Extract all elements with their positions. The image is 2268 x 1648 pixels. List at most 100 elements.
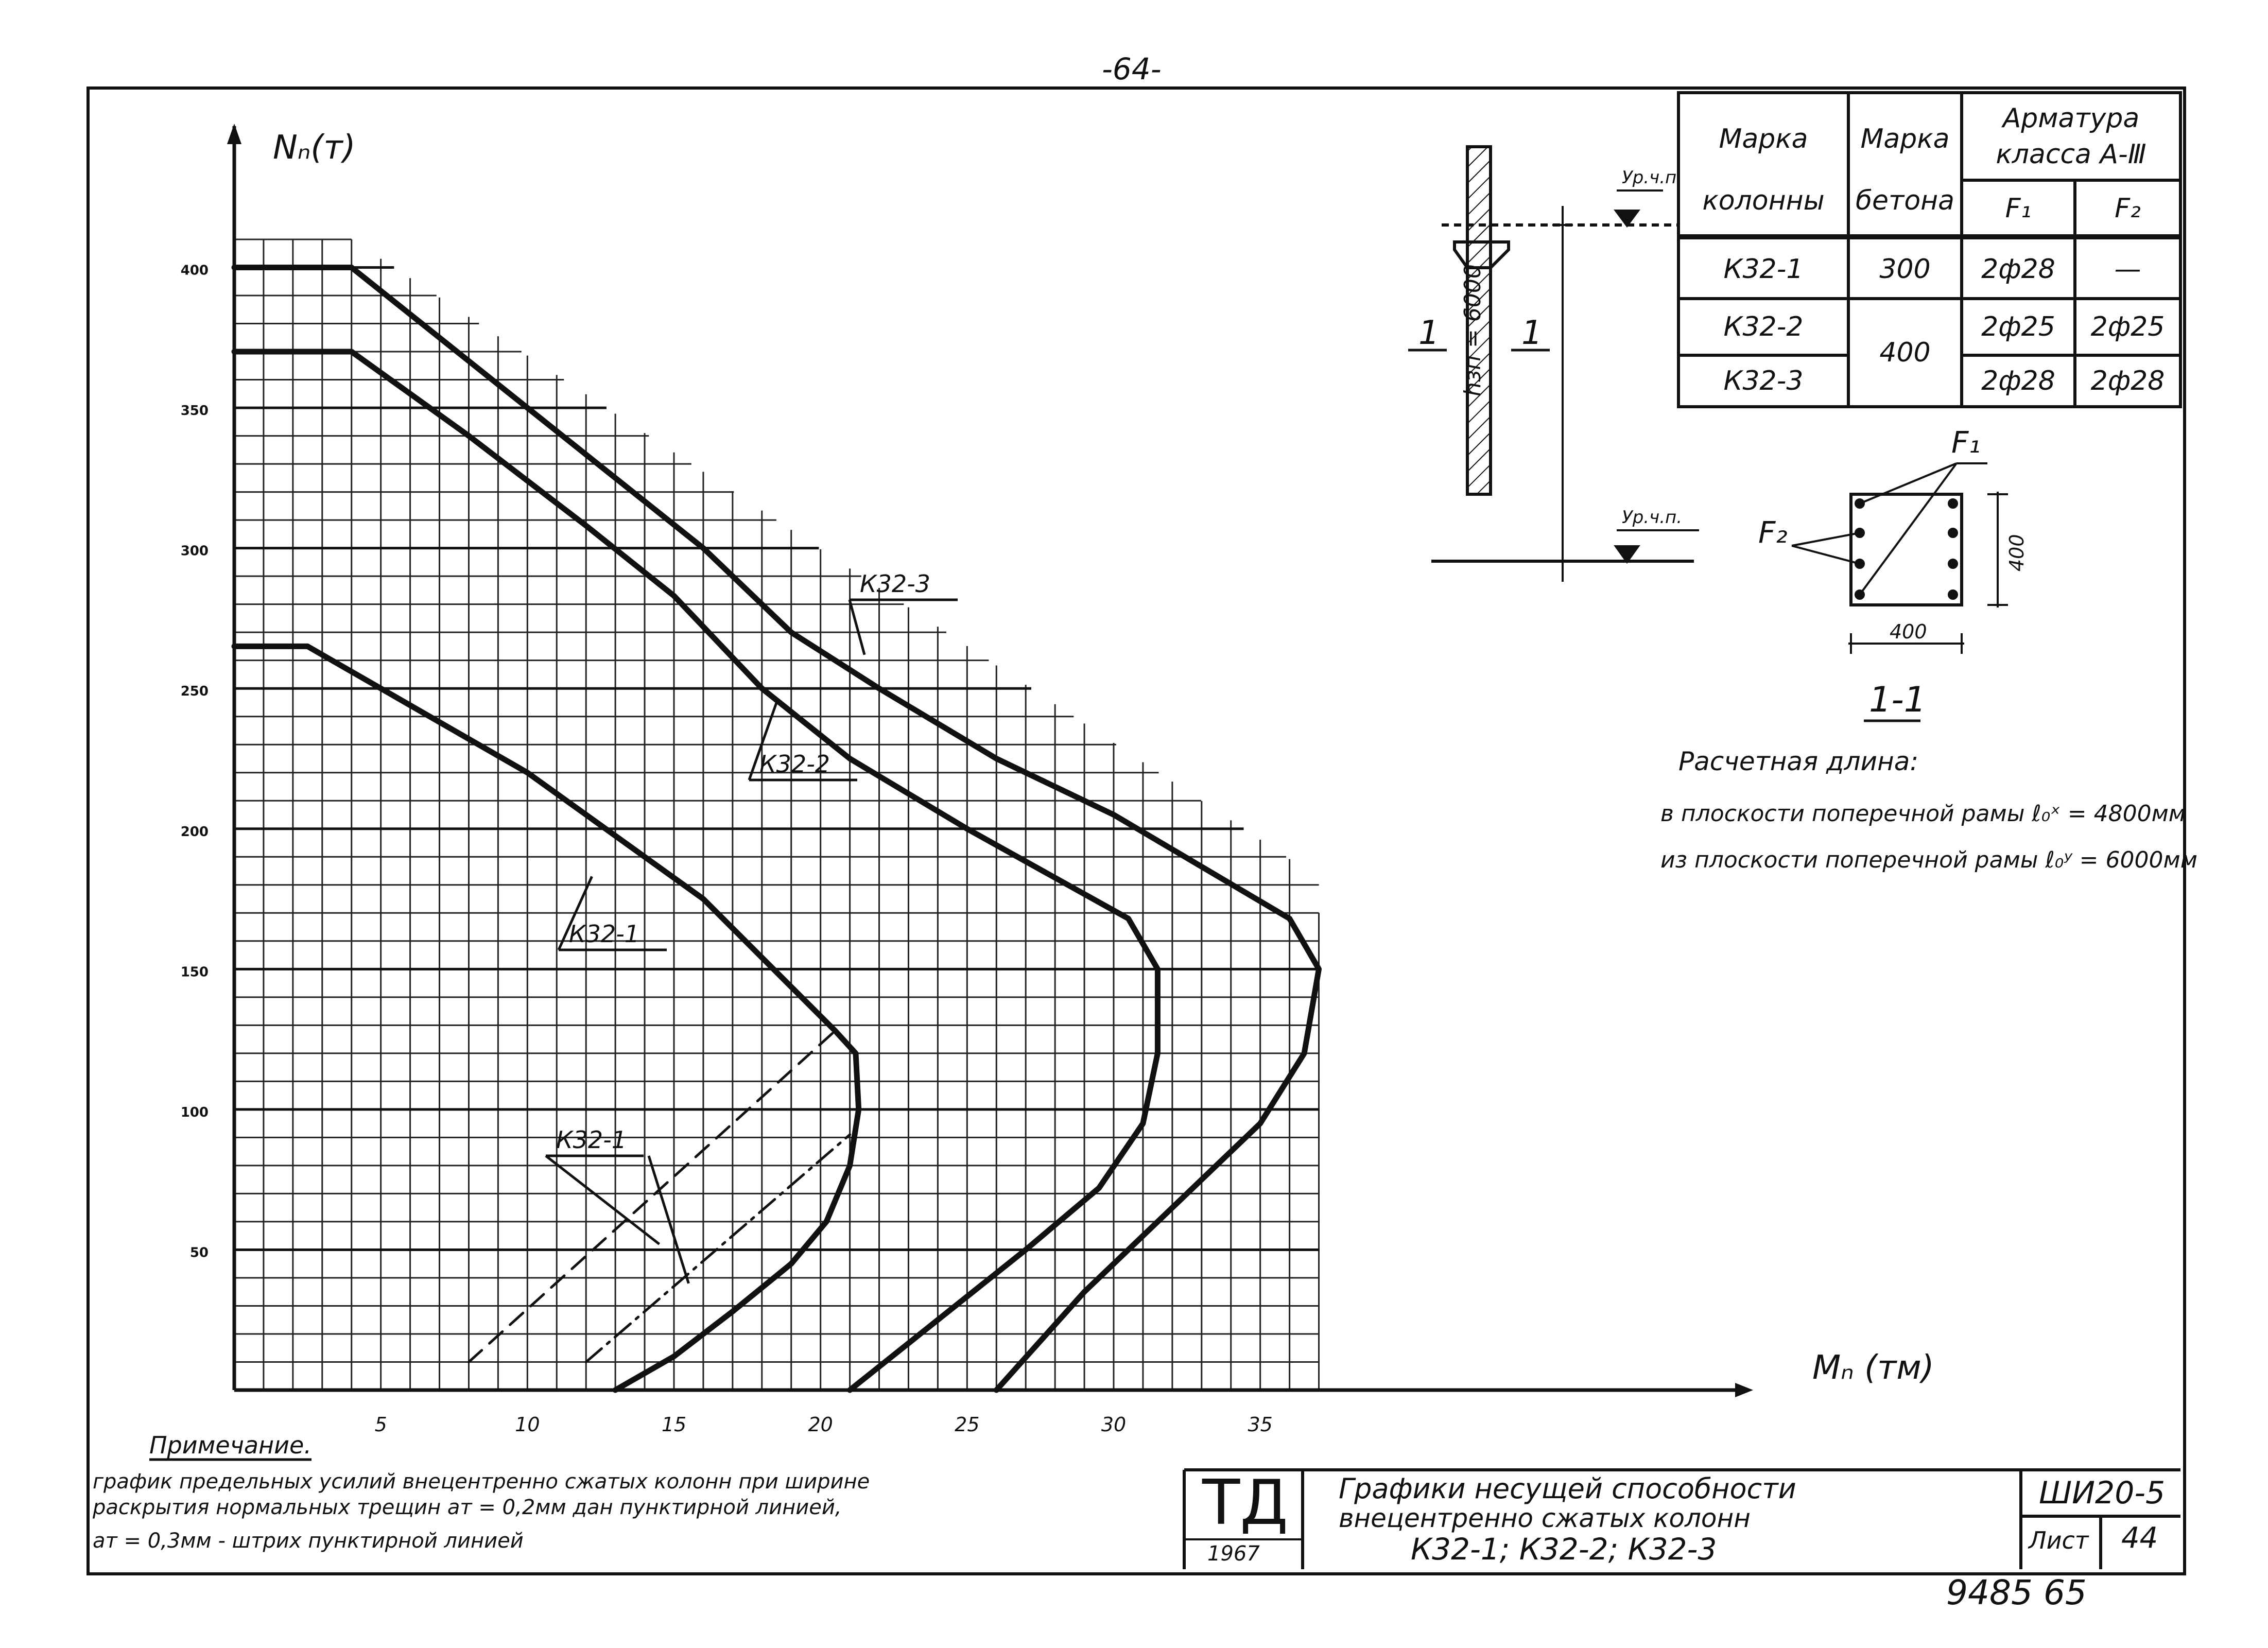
section-outline: [1849, 493, 1963, 606]
height-dim-label: hзп = 6000: [1460, 264, 1486, 396]
column-bracket: [1453, 240, 1510, 269]
table-row-2-f2: 2ф25: [2090, 311, 2165, 342]
table-header-concrete-2: бетона: [1855, 185, 1955, 216]
title-block-code: ШИ20-5: [2039, 1475, 2166, 1511]
series-line-5: [584, 1133, 852, 1363]
y-tick-label: 150: [181, 964, 209, 980]
title-block-sheet-number: 44: [2121, 1521, 2158, 1555]
section-dim-height: 400: [2005, 534, 2028, 571]
y-tick-label: 300: [181, 544, 209, 559]
title-block-line-1: Графики несущей способности: [1339, 1472, 1796, 1505]
bottom-level-triangle: [1614, 545, 1640, 564]
y-tick-label: 250: [181, 684, 209, 699]
series-line-3: [231, 265, 1322, 1393]
chart-axes: [227, 124, 1753, 1397]
title-block-line-3: К32-1; К32-2; К32-3: [1411, 1532, 1717, 1567]
x-axis-arrow: [1735, 1383, 1753, 1397]
column-elevation: [1408, 145, 1699, 582]
note-line-2: раскрытия нормальных трещин aт = 0,2мм д…: [93, 1496, 842, 1519]
annotation-leader: [557, 876, 593, 951]
y-tick-label: 200: [181, 824, 209, 840]
table-row-3-f2: 2ф28: [2090, 366, 2165, 396]
table-row-2-concrete: 400: [1879, 337, 1931, 368]
rebar-dot: [1948, 528, 1958, 538]
title-block-line-2: внецентренно сжатых колонн: [1339, 1503, 1751, 1533]
table-header-rebar: Арматура: [2002, 103, 2140, 134]
series-line-1: [231, 643, 862, 1393]
annotation-label: К32-3: [860, 570, 930, 598]
table-row-1-f2: —: [2114, 253, 2141, 285]
table-header-f1: F₁: [2005, 193, 2032, 224]
top-level-label: Ур.ч.п.: [1622, 167, 1683, 188]
top-level-triangle: [1614, 210, 1640, 228]
annotation-label: К32-1: [569, 920, 639, 948]
section-mark-right: 1: [1521, 314, 1543, 352]
table-row-2-f1: 2ф25: [1981, 311, 2055, 342]
note-line-3: aт = 0,3мм - штрих пунктирной линией: [93, 1529, 524, 1553]
annotation-label: К32-1: [556, 1126, 627, 1154]
x-axis-label: Mₙ (тм): [1812, 1349, 1934, 1387]
rebar-dot: [1948, 498, 1958, 509]
leader-f2: [1791, 532, 1860, 547]
section-dim-width: 400: [1890, 620, 1927, 643]
table-row-3-f1: 2ф28: [1981, 366, 2055, 396]
design-length-line-2: из плоскости поперечной рамы ℓ₀ʸ = 6000м…: [1660, 847, 2197, 873]
y-axis-arrow: [227, 124, 241, 144]
title-block-year: 1967: [1207, 1542, 1260, 1566]
title-block-lines: [1183, 1468, 2180, 1569]
x-tick-label: 5: [375, 1413, 387, 1436]
y-tick-label: 100: [181, 1105, 209, 1120]
y-tick-label: 400: [181, 263, 209, 279]
x-tick-label: 25: [955, 1413, 979, 1436]
table-row-3-mark: К32-3: [1723, 366, 1804, 396]
annotation-label: К32-2: [759, 750, 830, 778]
title-block-logo: ТД: [1202, 1467, 1289, 1539]
design-length-line-1: в плоскости поперечной рамы ℓ₀ˣ = 4800мм: [1660, 801, 2186, 827]
table-header-mark: Марка: [1719, 124, 1808, 154]
x-tick-label: 30: [1101, 1413, 1126, 1436]
table-header-concrete: Марка: [1860, 124, 1950, 154]
design-length-title: Расчетная длина:: [1678, 747, 1919, 776]
x-tick-label: 10: [515, 1413, 540, 1436]
rebar-table-lines: [1677, 91, 2182, 408]
annotation-leader: [647, 1155, 690, 1284]
chart-series: [231, 265, 1322, 1393]
leader-f1: [1859, 462, 1957, 505]
cross-section: [1791, 462, 2008, 722]
page-number: -64-: [1102, 51, 1162, 86]
annotation-leader: [748, 702, 778, 780]
section-mark-left: 1: [1418, 314, 1440, 352]
series-line-4: [468, 1029, 837, 1363]
table-row-1-concrete: 300: [1879, 253, 1931, 285]
table-row-2-mark: К32-2: [1723, 311, 1804, 342]
bottom-level-label: Ур.ч.п.: [1622, 507, 1683, 528]
table-header-f2: F₂: [2115, 193, 2141, 224]
chart-grid: [233, 238, 1320, 1391]
table-header-rebar-class: класса А-Ⅲ: [1996, 139, 2146, 170]
y-axis-label: Nₙ(т): [273, 129, 356, 167]
x-tick-label: 15: [662, 1413, 686, 1436]
y-tick-label: 350: [181, 403, 209, 419]
title-block-sheet-label: Лист: [2029, 1526, 2089, 1554]
x-tick-label: 20: [808, 1413, 833, 1436]
annotation-leader: [848, 599, 866, 655]
series-line-2: [231, 349, 1161, 1393]
note-line-1: график предельных усилий внецентренно сж…: [93, 1470, 870, 1494]
rebar-dot: [1948, 559, 1958, 569]
table-row-1-f1: 2ф28: [1981, 253, 2055, 285]
column-shaft: [1466, 145, 1492, 496]
section-title: 1-1: [1869, 680, 1927, 720]
rebar-dot: [1948, 589, 1958, 600]
section-label-f2: F₂: [1758, 515, 1788, 550]
drawing-frame: [86, 86, 2186, 1575]
archive-stamp: 9485 65: [1946, 1573, 2087, 1612]
x-tick-label: 35: [1248, 1413, 1272, 1436]
table-row-1-mark: К32-1: [1723, 253, 1804, 285]
section-label-f1: F₁: [1951, 425, 1981, 460]
note-title: Примечание.: [149, 1431, 311, 1459]
table-header-mark-2: колонны: [1702, 185, 1825, 216]
annotation-leader: [545, 1155, 661, 1245]
